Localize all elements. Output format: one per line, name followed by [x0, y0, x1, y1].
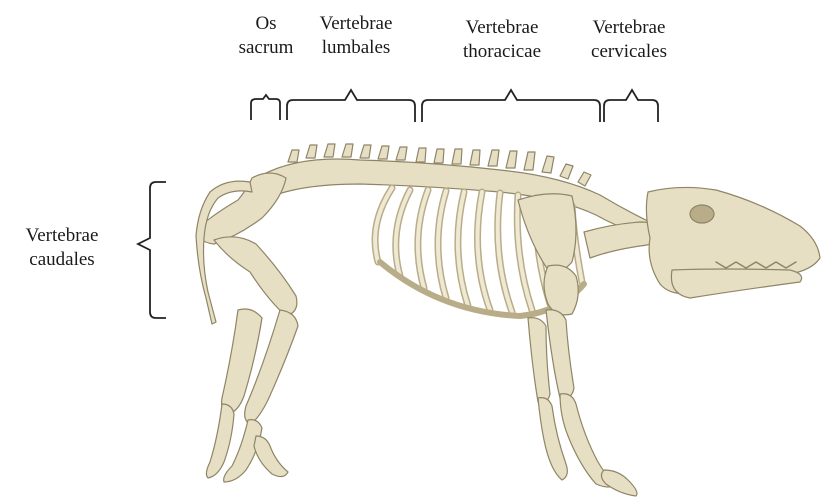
- bracket-caudales: [138, 182, 166, 318]
- bracket-lumbales: [287, 90, 415, 122]
- bracket-thoracicae: [422, 90, 600, 122]
- radius: [546, 310, 574, 399]
- bracket-cervicales: [604, 90, 658, 122]
- eye-socket: [690, 205, 714, 223]
- hind-foot-2: [206, 404, 234, 478]
- pig-skeleton-illustration: [196, 144, 820, 496]
- fore-hoof-front: [601, 470, 637, 496]
- scapula: [518, 194, 576, 272]
- lower-jaw: [671, 269, 801, 298]
- fore-leg-2: [528, 318, 550, 403]
- bracket-os-sacrum: [251, 95, 280, 120]
- hind-hoof-right: [254, 436, 288, 477]
- femur: [214, 237, 297, 316]
